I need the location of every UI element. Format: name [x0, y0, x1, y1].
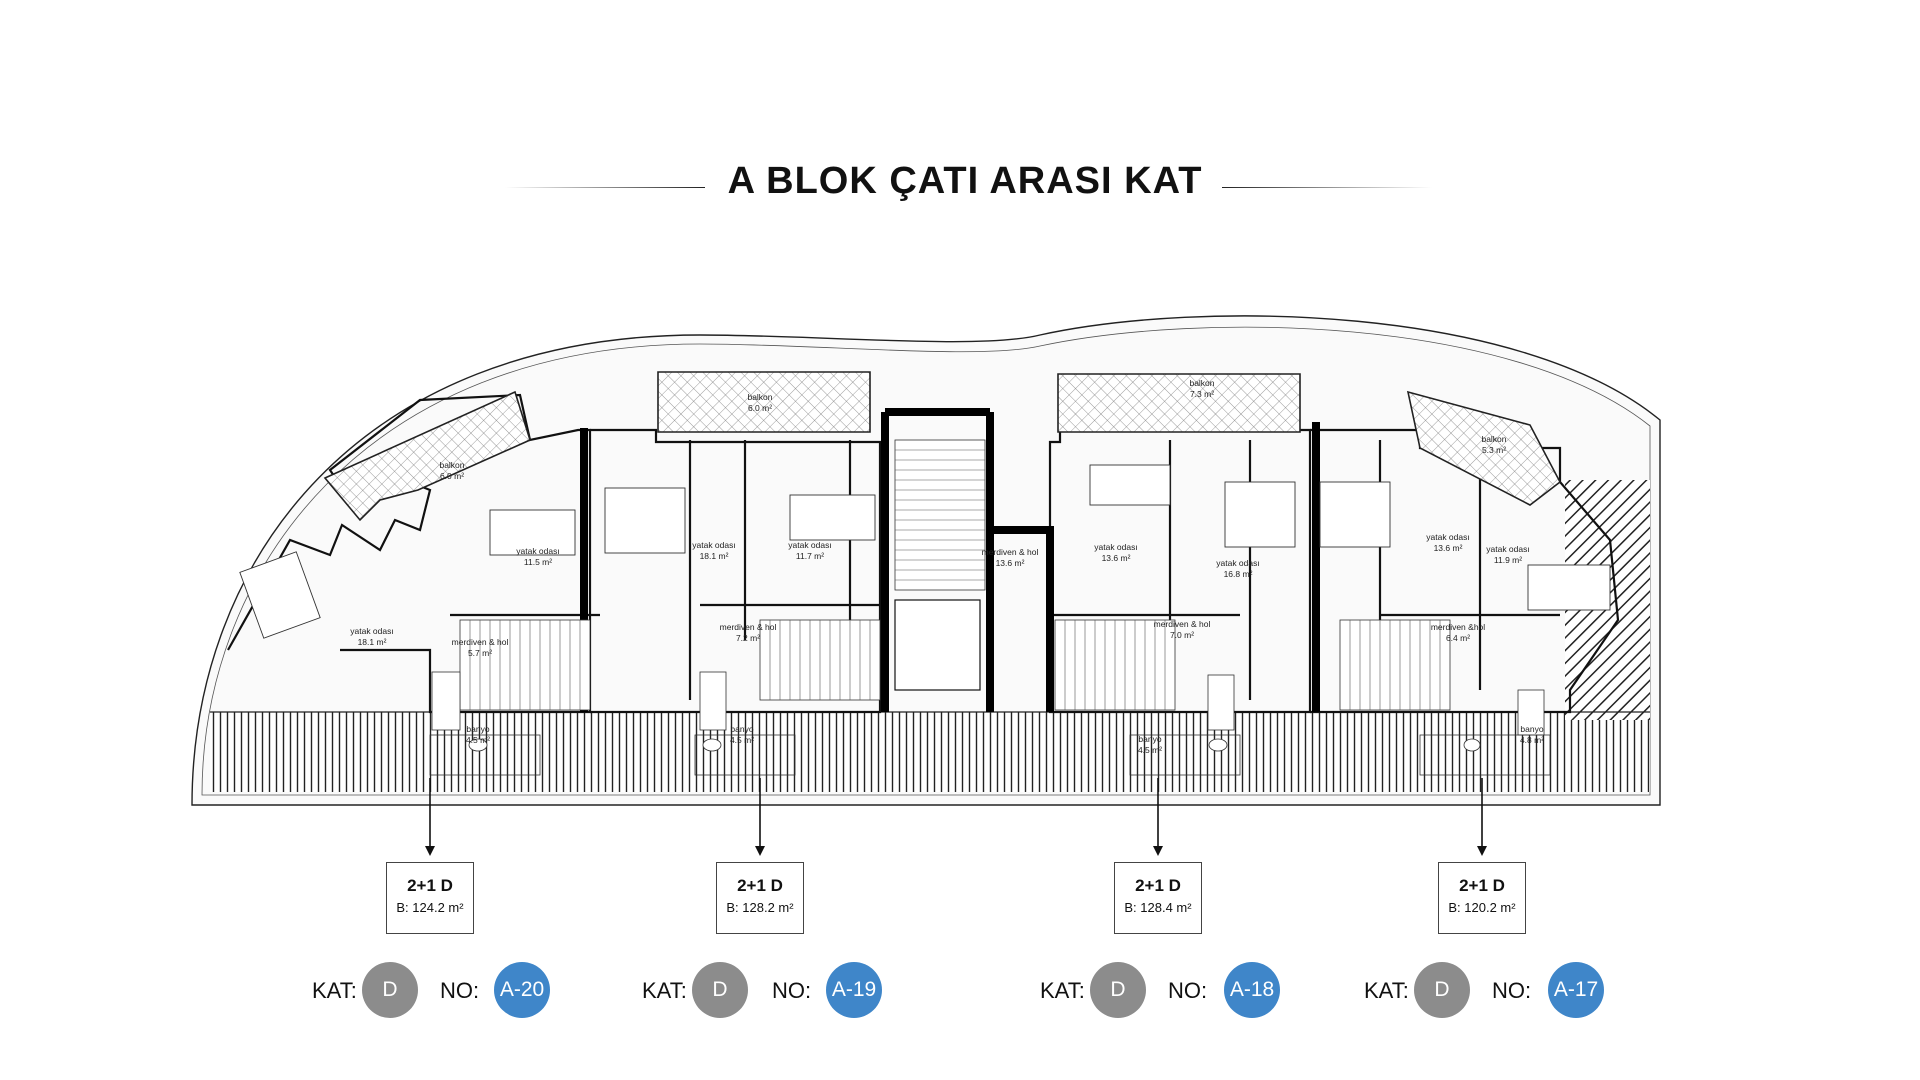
room-area: 13.6 m²: [1434, 543, 1463, 553]
balconies: [323, 371, 1562, 522]
room-area: 16.8 m²: [1224, 569, 1253, 579]
no-badge: A-20: [494, 962, 550, 1018]
desks: [489, 464, 1611, 611]
unit-area: B: 128.2 m²: [726, 900, 794, 915]
unit-area: B: 120.2 m²: [1448, 900, 1516, 915]
no-label: NO:: [1492, 978, 1532, 1003]
elevator-shaft: [894, 599, 981, 691]
unit-area: B: 124.2 m²: [396, 900, 464, 915]
kat-badge: D: [1090, 962, 1146, 1018]
no-badge: A-18: [1224, 962, 1280, 1018]
stair-steps: [469, 449, 1441, 710]
room-area: 4.8 m²: [1520, 735, 1544, 745]
room-area: 11.9 m²: [1494, 555, 1522, 565]
room-name: merdiven & hol: [452, 637, 509, 647]
roof-eave-hatch: [210, 712, 1650, 792]
room-name: merdiven &hol: [1431, 622, 1485, 632]
room-area: 13.6 m²: [1102, 553, 1131, 563]
title-rule-left: [505, 187, 705, 188]
room-area: 4.5 m²: [730, 735, 754, 745]
bath-fixtures: [429, 671, 1551, 776]
room-name: yatak odası: [692, 540, 735, 550]
kat-label: KAT:: [1040, 978, 1085, 1003]
room-area: 5.3 m²: [1482, 445, 1506, 455]
kat-label: KAT:: [1364, 978, 1409, 1003]
room-name: merdiven & hol: [982, 547, 1039, 557]
no-badge: A-17: [1548, 962, 1604, 1018]
room-name: banyo: [1520, 724, 1543, 734]
unit-type: 2+1 D: [1135, 876, 1181, 895]
room-area: 6.0 m²: [748, 403, 772, 413]
unit-box-a17: 2+1 D B: 120.2 m²: [1438, 862, 1526, 934]
room-name: yatak odası: [1486, 544, 1529, 554]
kat-label: KAT:: [312, 978, 357, 1003]
room-area: 13.6 m²: [996, 558, 1025, 568]
kat-badge: D: [692, 962, 748, 1018]
room-name: balkon: [747, 392, 772, 402]
kat-label: KAT:: [642, 978, 687, 1003]
title-bar: A BLOK ÇATI ARASI KAT: [0, 160, 1920, 210]
kat-badge: D: [1414, 962, 1470, 1018]
room-area: 18.1 m²: [700, 551, 729, 561]
unit-arrows: [429, 778, 1483, 848]
beds: [239, 481, 1391, 639]
unit-type: 2+1 D: [407, 876, 453, 895]
room-area: 7.2 m²: [736, 633, 760, 643]
room-area: 6.4 m²: [1446, 633, 1470, 643]
room-area: 4.5 m²: [466, 735, 490, 745]
no-label: NO:: [440, 978, 480, 1003]
no-label: NO:: [772, 978, 812, 1003]
room-name: banyo: [1138, 734, 1161, 744]
room-area: 11.5 m²: [524, 557, 552, 567]
room-name: balkon: [1481, 434, 1506, 444]
building-walls: [227, 393, 1620, 714]
room-name: yatak odası: [1426, 532, 1469, 542]
room-area: 5.7 m²: [468, 648, 492, 658]
unit-arrowheads: [425, 846, 1487, 856]
room-name: merdiven & hol: [720, 622, 777, 632]
room-name: balkon: [439, 460, 464, 470]
room-area: 18.1 m²: [358, 637, 387, 647]
unit-box-a20: 2+1 D B: 124.2 m²: [386, 862, 474, 934]
unit-box-a18: 2+1 D B: 128.4 m²: [1114, 862, 1202, 934]
no-label: NO:: [1168, 978, 1208, 1003]
title-rule-right: [1222, 187, 1432, 188]
room-name: balkon: [1189, 378, 1214, 388]
room-name: banyo: [466, 724, 489, 734]
room-name: yatak odası: [1094, 542, 1137, 552]
room-area: 6.0 m²: [440, 471, 464, 481]
room-name: merdiven & hol: [1154, 619, 1211, 629]
room-area: 11.7 m²: [796, 551, 824, 561]
unit-area: B: 128.4 m²: [1124, 900, 1192, 915]
kat-badge: D: [362, 962, 418, 1018]
room-area: 7.0 m²: [1170, 630, 1194, 640]
room-area: 7.3 m²: [1190, 389, 1214, 399]
unit-box-a19: 2+1 D B: 128.2 m²: [716, 862, 804, 934]
page-title: A BLOK ÇATI ARASI KAT: [727, 160, 1203, 202]
room-name: yatak odası: [1216, 558, 1259, 568]
thick-walls: [580, 408, 1320, 712]
unit-type: 2+1 D: [737, 876, 783, 895]
room-name: banyo: [730, 724, 753, 734]
room-name: yatak odası: [350, 626, 393, 636]
room-name: yatak odası: [788, 540, 831, 550]
room-name: yatak odası: [516, 546, 559, 556]
unit-type: 2+1 D: [1459, 876, 1505, 895]
room-area: 4.5 m²: [1138, 745, 1162, 755]
no-badge: A-19: [826, 962, 882, 1018]
roof-outline-inner: [201, 326, 1651, 796]
